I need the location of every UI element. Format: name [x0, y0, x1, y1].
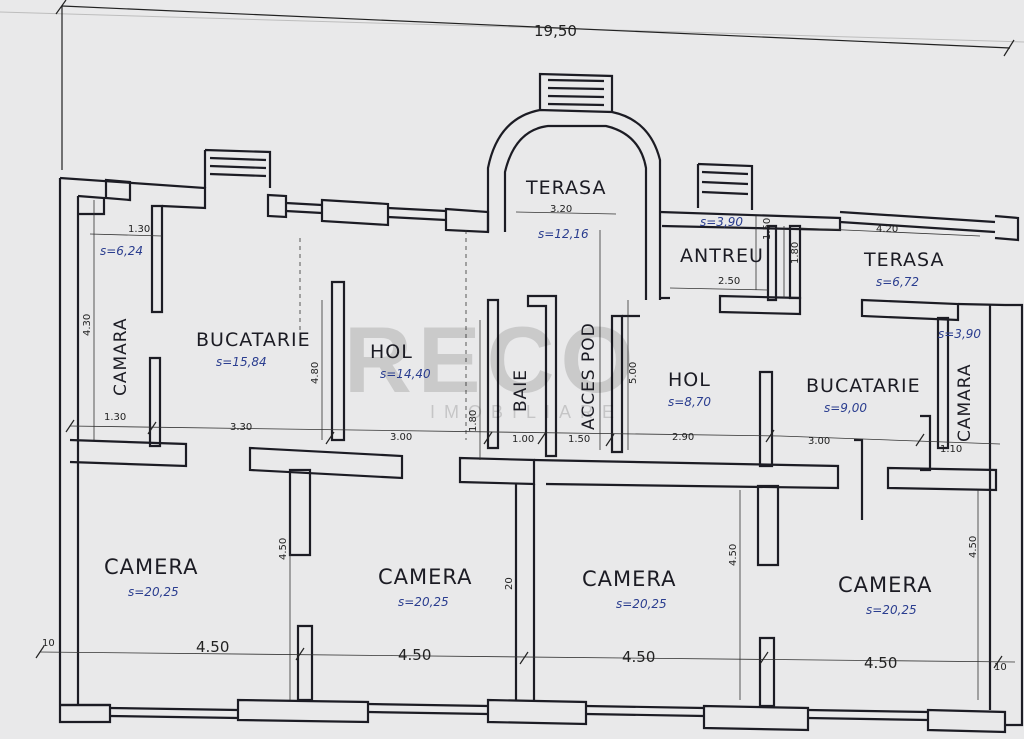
- dim-label-4.50-2: 4.50: [398, 646, 431, 664]
- room-label-camara-right: CAMARA: [955, 363, 975, 442]
- dim-label-10-right: 10: [994, 662, 1007, 673]
- room-label-camera-1: CAMERA: [104, 555, 199, 579]
- dim-label-3.00-left: 3.00: [390, 432, 412, 443]
- area-bucatarie-right: s=9,00: [824, 401, 867, 415]
- dim-label-4.50-1: 4.50: [196, 638, 229, 656]
- dim-label-4.80: 4.80: [310, 362, 321, 384]
- dim-label-5.00: 5.00: [628, 362, 639, 384]
- dim-label-4.50-4: 4.50: [864, 654, 897, 672]
- area-antreu: s=3,90: [700, 215, 743, 229]
- room-label-bucatarie-right: BUCATARIE: [806, 375, 921, 397]
- area-camera-1: s=20,25: [128, 585, 179, 599]
- area-camara-right: s=3,90: [938, 327, 981, 341]
- area-camera-2: s=20,25: [398, 595, 449, 609]
- room-label-camera-3: CAMERA: [582, 567, 677, 591]
- area-camara-left: s=6,24: [100, 244, 143, 258]
- room-label-acces-pod: ACCES POD: [579, 322, 599, 430]
- dim-antreu: 2.50: [718, 276, 740, 287]
- dim-label-2.90: 2.90: [672, 432, 694, 443]
- dim-terasa-top: 3.20: [550, 204, 572, 215]
- watermark-main: RECO: [344, 307, 640, 412]
- dim-label-10-left: 10: [42, 638, 55, 649]
- room-label-camera-2: CAMERA: [378, 565, 473, 589]
- area-hol-left: s=14,40: [380, 367, 431, 381]
- room-label-bucatarie-left: BUCATARIE: [196, 329, 311, 351]
- dim-label-1.80-vertical: 1.80: [790, 242, 801, 264]
- area-terasa-top: s=12,16: [538, 227, 589, 241]
- paper-fold-line: [0, 11, 1024, 43]
- dimension-ticks: [35, 419, 1003, 669]
- overall-dimension-line: [55, 0, 1015, 170]
- walls: [58, 72, 1024, 734]
- dim-label-1.00: 1.00: [512, 434, 534, 445]
- area-camera-3: s=20,25: [616, 597, 667, 611]
- room-label-hol-left: HOL: [370, 341, 413, 363]
- dim-label-1.50-vertical: 1.50: [762, 218, 773, 240]
- dim-label-4.50-3: 4.50: [622, 648, 655, 666]
- dim-label-1.50: 1.50: [568, 434, 590, 445]
- dim-label-4.50-vertical-right: 4.50: [968, 536, 979, 558]
- dim-terasa-right: 4.20: [876, 224, 898, 235]
- dim-label-4.50-vertical-mid: 4.50: [728, 544, 739, 566]
- dim-label-1.30-top: 1.30: [128, 224, 150, 235]
- room-label-hol-right: HOL: [668, 369, 711, 391]
- dim-label-1.30-bottom: 1.30: [104, 412, 126, 423]
- dim-label-3.30: 3.30: [230, 422, 252, 433]
- room-label-camara-left: CAMARA: [111, 317, 131, 396]
- dim-label-4.50-vertical-left: 4.50: [278, 538, 289, 560]
- dim-label-2.20: 20: [504, 577, 515, 590]
- area-terasa-right: s=6,72: [876, 275, 919, 289]
- dim-label-1.10: 1.10: [940, 444, 962, 455]
- dim-label-3.00-right: 3.00: [808, 436, 830, 447]
- room-label-terasa-top: TERASA: [525, 177, 606, 199]
- area-bucatarie-left: s=15,84: [216, 355, 267, 369]
- watermark-sub: IMOBILIARE: [430, 402, 623, 422]
- area-camera-4: s=20,25: [866, 603, 917, 617]
- area-hol-right: s=8,70: [668, 395, 711, 409]
- room-label-baie: BAIE: [511, 369, 531, 412]
- overall-dimension-label: 19,50: [534, 22, 577, 40]
- dim-label-4.30: 4.30: [82, 314, 93, 336]
- room-label-antreu: ANTREU: [680, 245, 764, 267]
- room-label-camera-4: CAMERA: [838, 573, 933, 597]
- dim-label-1.80: 1.80: [468, 410, 479, 432]
- room-label-terasa-right: TERASA: [863, 249, 944, 271]
- dimension-guides: [39, 200, 1016, 700]
